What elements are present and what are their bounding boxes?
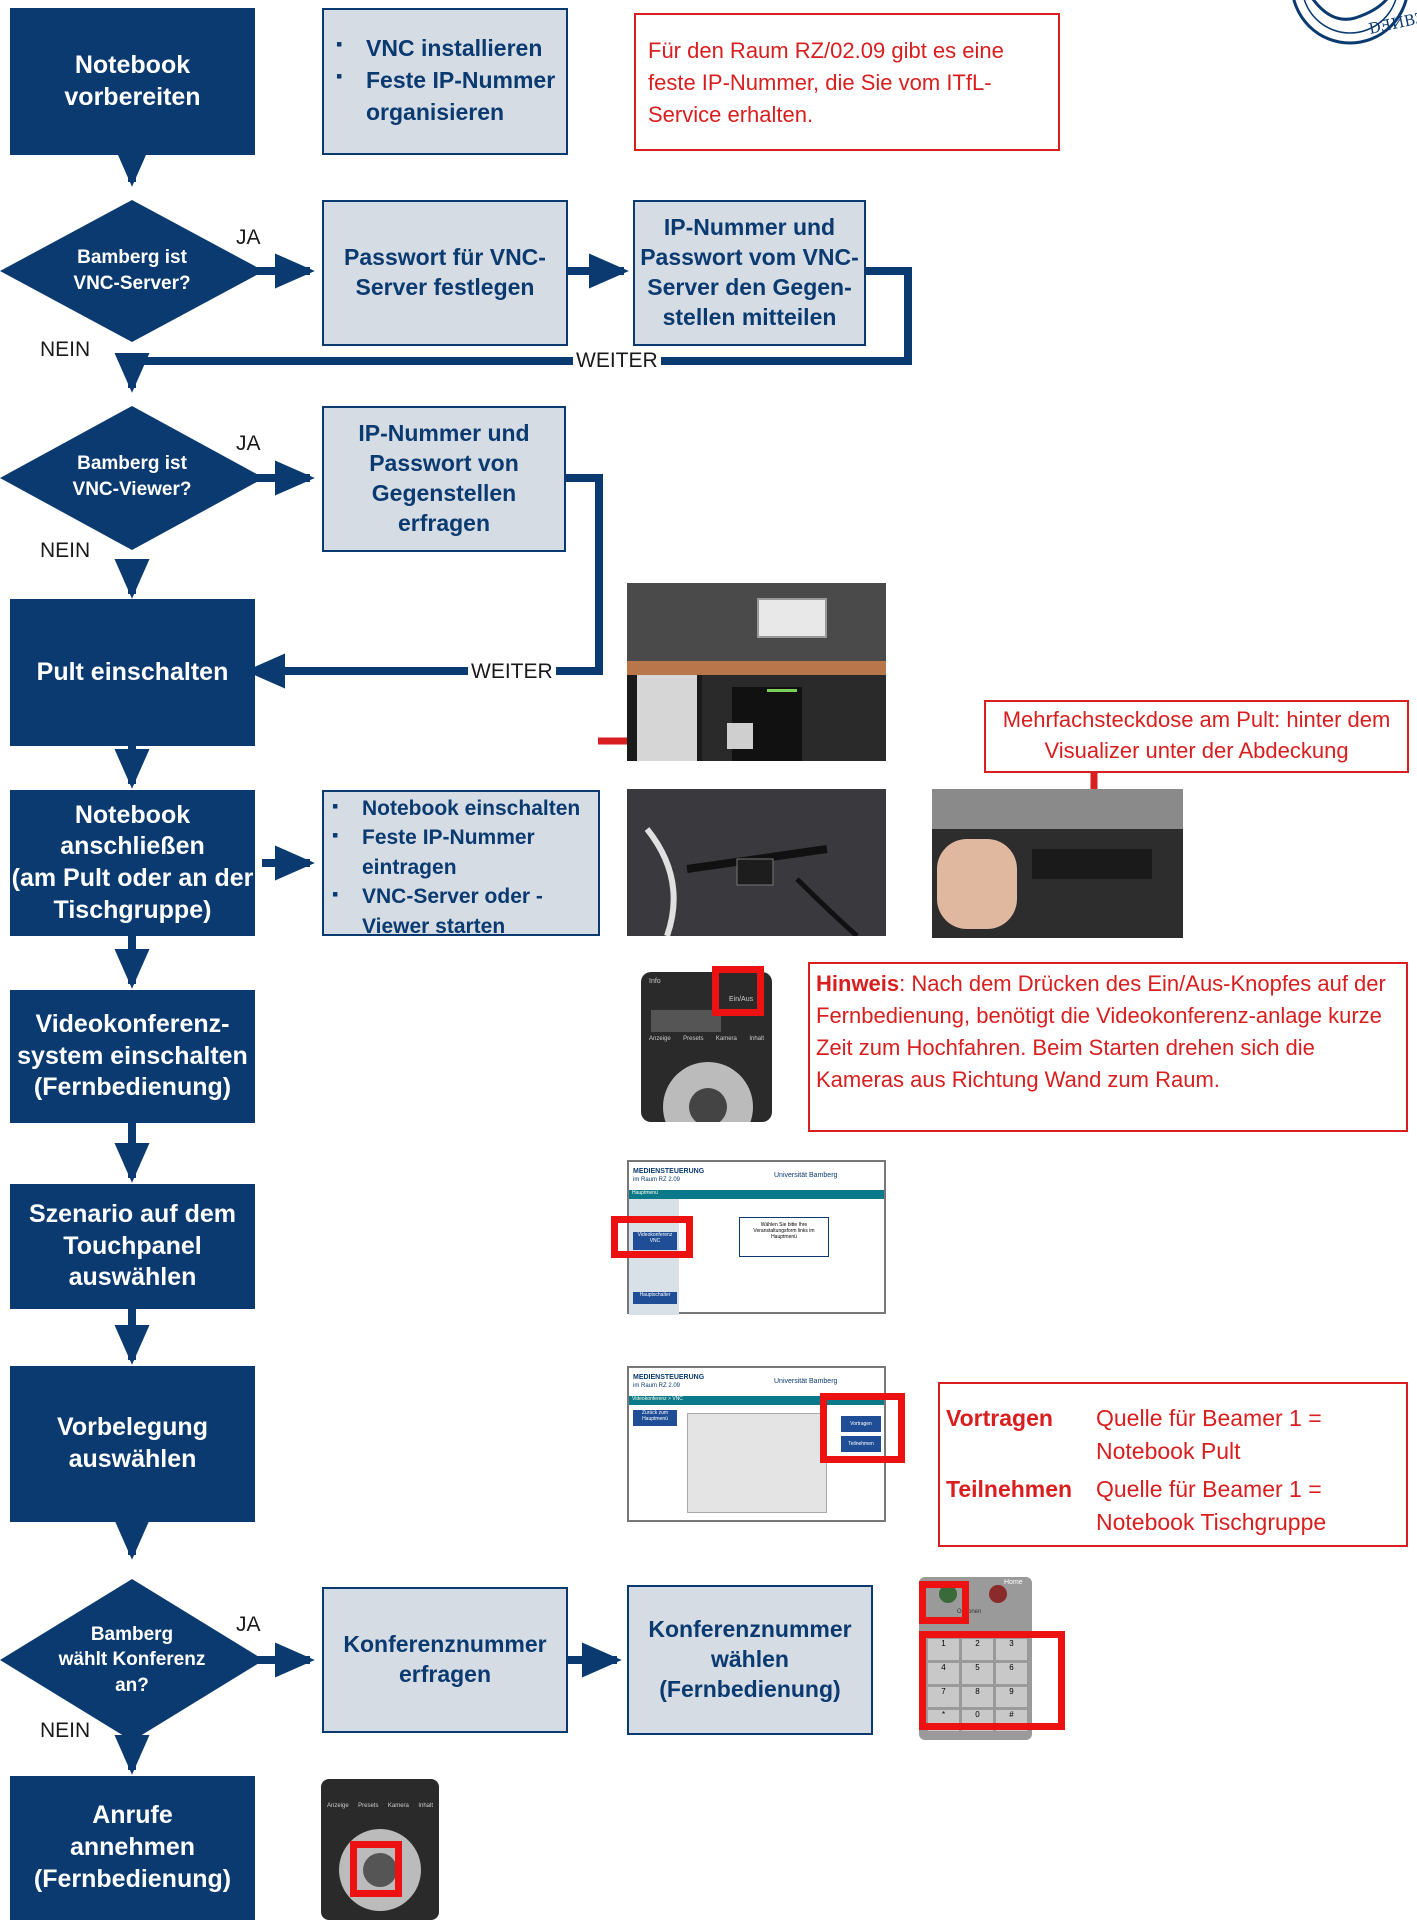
- tp2-room: im Raum RZ 2.09: [633, 1383, 681, 1389]
- tp2-back: Zurück zum Hauptmenü: [633, 1410, 677, 1426]
- university-seal-logo: DƎИBƎRG: [1292, 0, 1417, 45]
- label-next-1: WEITER: [573, 349, 661, 373]
- keypad-key: 6: [996, 1662, 1027, 1684]
- keypad-key: 5: [962, 1662, 993, 1684]
- bullet-item: VNC-Server oder -Viewer starten: [332, 882, 590, 941]
- tp1-uni: Universität Bamberg: [774, 1172, 838, 1179]
- tp2-teilnehmen: Teilnehmen: [841, 1436, 881, 1452]
- vortragen-label: Vortragen: [946, 1405, 1053, 1431]
- highlight-call-button: [919, 1581, 969, 1624]
- note-socket: Mehrfachsteckdose am Pult: hinter dem Vi…: [984, 700, 1409, 773]
- photo-cables: [627, 789, 886, 936]
- remote-info: Info: [649, 978, 661, 985]
- label-yes-1: JA: [236, 226, 261, 249]
- tp1-room: im Raum RZ 2.09: [633, 1177, 681, 1183]
- label-yes-2: JA: [236, 432, 261, 455]
- decision-vnc-server: Bamberg ist VNC-Server?: [73, 247, 191, 294]
- tp1-main-switch: Hauptschalter: [633, 1292, 677, 1304]
- label-no-3: NEIN: [40, 1719, 91, 1742]
- keypad-key: 1: [928, 1639, 959, 1660]
- tp2-uni: Universität Bamberg: [774, 1378, 838, 1385]
- box-password-set: Passwort für VNC- Server festlegen: [322, 200, 568, 346]
- box-ip-request: IP-Nummer und Passwort von Gegenstellen …: [322, 406, 566, 552]
- keypad-key: 3: [996, 1639, 1027, 1660]
- keypad-key: 7: [928, 1686, 959, 1708]
- bullet-item: Feste IP-Nummer eintragen: [332, 823, 590, 882]
- note-presets: Vortragen Quelle für Beamer 1 = Notebook…: [938, 1382, 1408, 1547]
- bullet-item: Feste IP-Nummer organisieren: [336, 64, 556, 128]
- tp1-vc-button: Videokonferenz VNC: [633, 1232, 677, 1250]
- bullet-item: Notebook einschalten: [332, 794, 590, 823]
- keypad-key: 2: [962, 1639, 993, 1660]
- step-notebook-prepare: Notebook vorbereiten: [10, 8, 255, 155]
- remote-power: Ein/Aus: [729, 996, 754, 1003]
- bullet-item: VNC installieren: [336, 32, 556, 64]
- decision-vnc-viewer: Bamberg ist VNC-Viewer?: [72, 453, 192, 500]
- keypad-key: 9: [996, 1686, 1027, 1708]
- step-vc-on: Videokonferenz- system einschalten (Fern…: [10, 990, 255, 1123]
- keypad-home: Home: [1004, 1579, 1023, 1586]
- box-conf-number-dial: Konferenznummer wählen (Fernbedienung): [627, 1585, 873, 1735]
- highlight-vc-button: [611, 1216, 693, 1258]
- keypad-key: 8: [962, 1686, 993, 1708]
- keypad-key: 4: [928, 1662, 959, 1684]
- label-no-1: NEIN: [40, 338, 91, 361]
- highlight-ok-button: [350, 1841, 402, 1897]
- hint-label: Hinweis: [816, 971, 900, 996]
- box-prepare-items: VNC installieren Feste IP-Nummer organis…: [322, 8, 568, 155]
- teilnehmen-text: Quelle für Beamer 1 = Notebook Tischgrup…: [1096, 1475, 1327, 1536]
- tp2-vortragen: Vortragen: [841, 1416, 881, 1432]
- box-ip-share: IP-Nummer und Passwort vom VNC- Server d…: [633, 200, 866, 346]
- tp1-title: MEDIENSTEUERUNG: [633, 1168, 705, 1175]
- photo-socket: [932, 789, 1183, 938]
- note-room-ip: Für den Raum RZ/02.09 gibt es eine feste…: [634, 13, 1060, 151]
- tp1-menu: Hauptmenü: [629, 1190, 884, 1199]
- touchpanel-vnc: MEDIENSTEUERUNG im Raum RZ 2.09 Universi…: [627, 1366, 886, 1522]
- label-no-2: NEIN: [40, 539, 91, 562]
- label-yes-3: JA: [236, 1613, 261, 1636]
- highlight-keypad: [919, 1631, 1065, 1730]
- tp2-title: MEDIENSTEUERUNG: [633, 1374, 705, 1381]
- decision-conference: Bamberg wählt Konferenz an?: [58, 1623, 206, 1696]
- step-preset: Vorbelegung auswählen: [10, 1366, 255, 1522]
- vortragen-text: Quelle für Beamer 1 = Notebook Pult: [1096, 1405, 1322, 1465]
- step-notebook-connect: Notebook anschließen (am Pult oder an de…: [10, 790, 255, 936]
- box-conf-number-ask: Konferenznummer erfragen: [322, 1587, 568, 1733]
- highlight-preset-buttons: [820, 1393, 905, 1463]
- tp1-prompt: Wählen Sie bitte Ihre Veranstaltungsform…: [739, 1217, 829, 1257]
- step-pult-on: Pult einschalten: [10, 599, 255, 746]
- note-hint: Hinweis: Nach dem Drücken des Ein/Aus-Kn…: [808, 962, 1408, 1132]
- keypad-options: Optionen: [957, 1609, 982, 1615]
- teilnehmen-label: Teilnehmen: [946, 1475, 1073, 1502]
- highlight-power-button: [712, 966, 764, 1016]
- box-connect-items: Notebook einschalten Feste IP-Nummer ein…: [322, 790, 600, 938]
- step-answer-calls: Anrufe annehmen (Fernbedienung): [10, 1776, 255, 1920]
- step-scenario: Szenario auf dem Touchpanel auswählen: [10, 1184, 255, 1309]
- photo-pult: [627, 583, 886, 761]
- hint-text: : Nach dem Drücken des Ein/Aus-Knopfes a…: [816, 971, 1386, 1092]
- label-next-2: WEITER: [468, 660, 556, 684]
- tp2-menu: Videokonferenz > VNC: [629, 1396, 884, 1405]
